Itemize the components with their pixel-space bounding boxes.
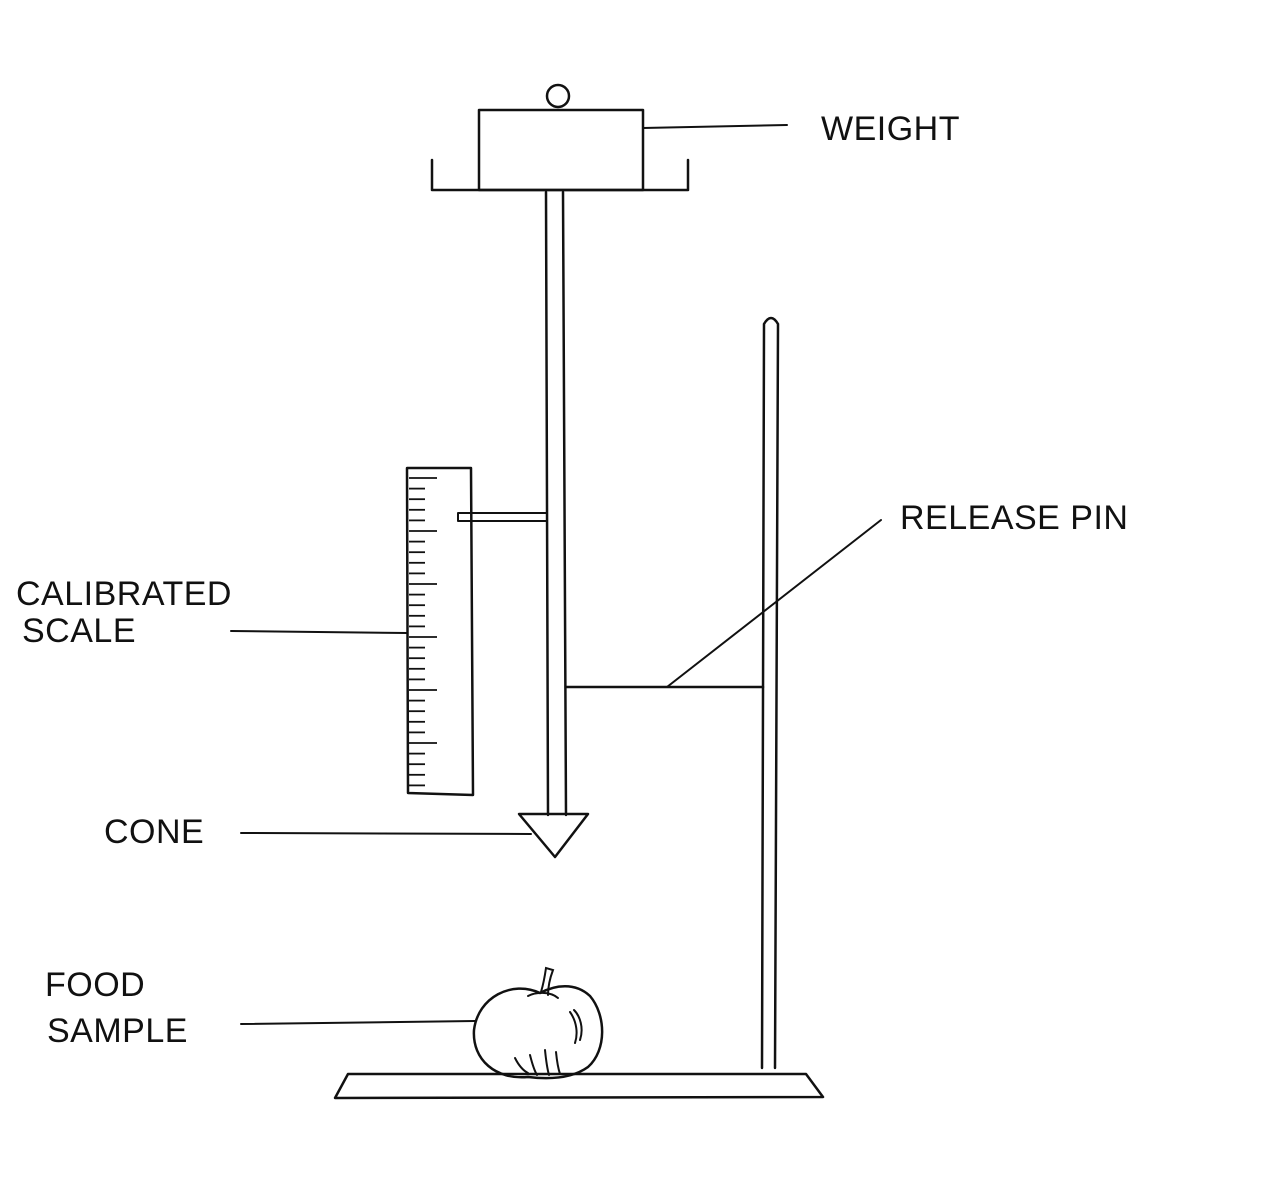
release-pin-leader-line: [666, 519, 882, 688]
calibrated-scale: [405, 466, 475, 797]
release-pin-label: RELEASE PIN: [900, 499, 1128, 537]
calibrated-scale-label-line1: CALIBRATED: [16, 575, 232, 613]
food-sample-leader-line: [240, 1020, 476, 1025]
food-sample-label-line2: SAMPLE: [47, 1012, 188, 1050]
weight-leader-line: [642, 124, 788, 129]
scale-ticks: [409, 477, 437, 787]
calibrated-scale-leader-line: [230, 630, 408, 634]
stand-base: [333, 1072, 825, 1100]
weight: [477, 83, 645, 192]
scale-body: [405, 466, 475, 797]
weight-hook-ring: [545, 83, 571, 109]
food-sample-label-line1: FOOD: [45, 966, 145, 1004]
weight-tray: [430, 158, 690, 192]
apple-icon: [472, 966, 604, 1080]
cone: [517, 812, 590, 859]
cone-label: CONE: [104, 813, 204, 851]
weight-block: [477, 108, 645, 192]
scale-pointer: [457, 512, 547, 522]
calibrated-scale-label-line2: SCALE: [22, 612, 136, 650]
stand-pole: [760, 316, 780, 1070]
cone-leader-line: [240, 832, 532, 835]
weight-label: WEIGHT: [821, 110, 960, 148]
plunger-rod: [544, 190, 568, 817]
